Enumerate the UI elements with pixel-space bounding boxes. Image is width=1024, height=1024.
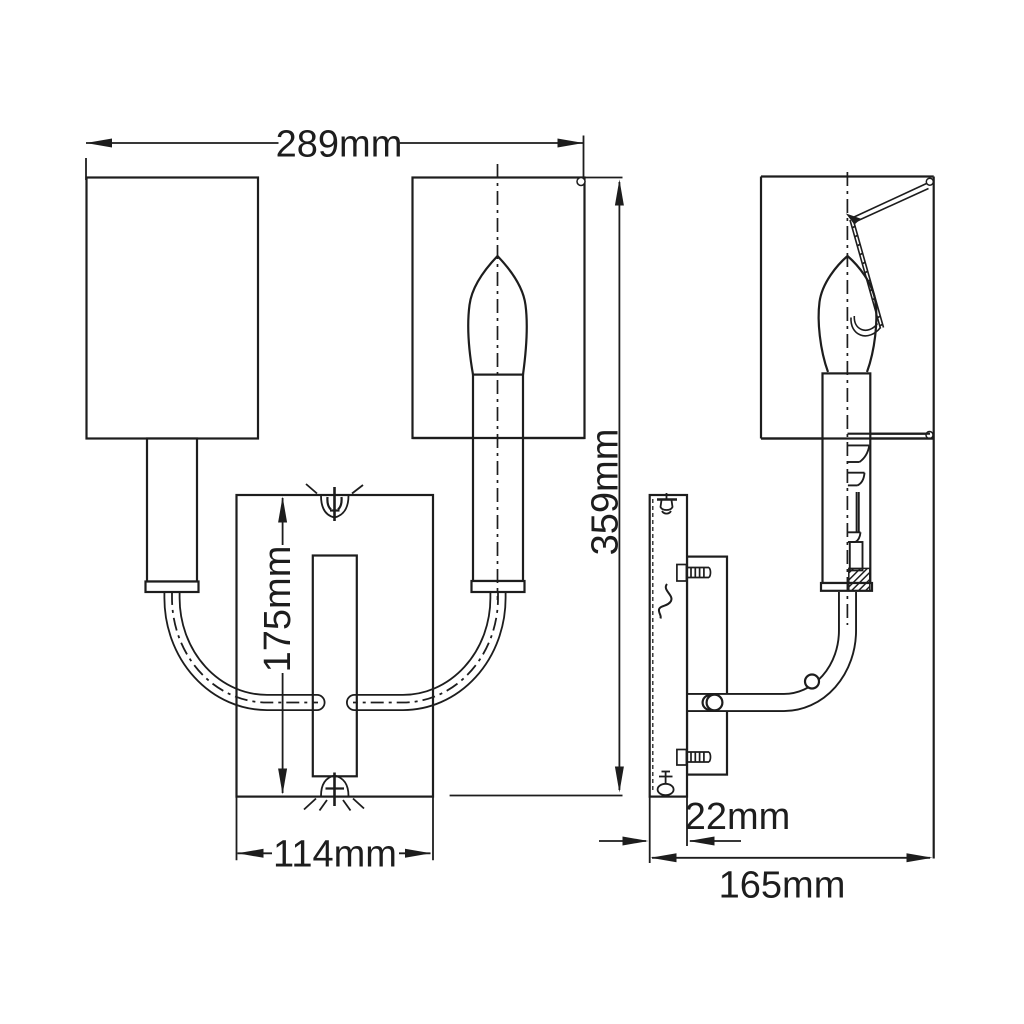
svg-text:175mm: 175mm bbox=[257, 546, 299, 673]
svg-text:114mm: 114mm bbox=[273, 834, 397, 876]
svg-text:22mm: 22mm bbox=[685, 796, 791, 838]
svg-text:289mm: 289mm bbox=[276, 124, 403, 166]
svg-text:359mm: 359mm bbox=[585, 429, 627, 556]
svg-text:165mm: 165mm bbox=[719, 865, 846, 907]
